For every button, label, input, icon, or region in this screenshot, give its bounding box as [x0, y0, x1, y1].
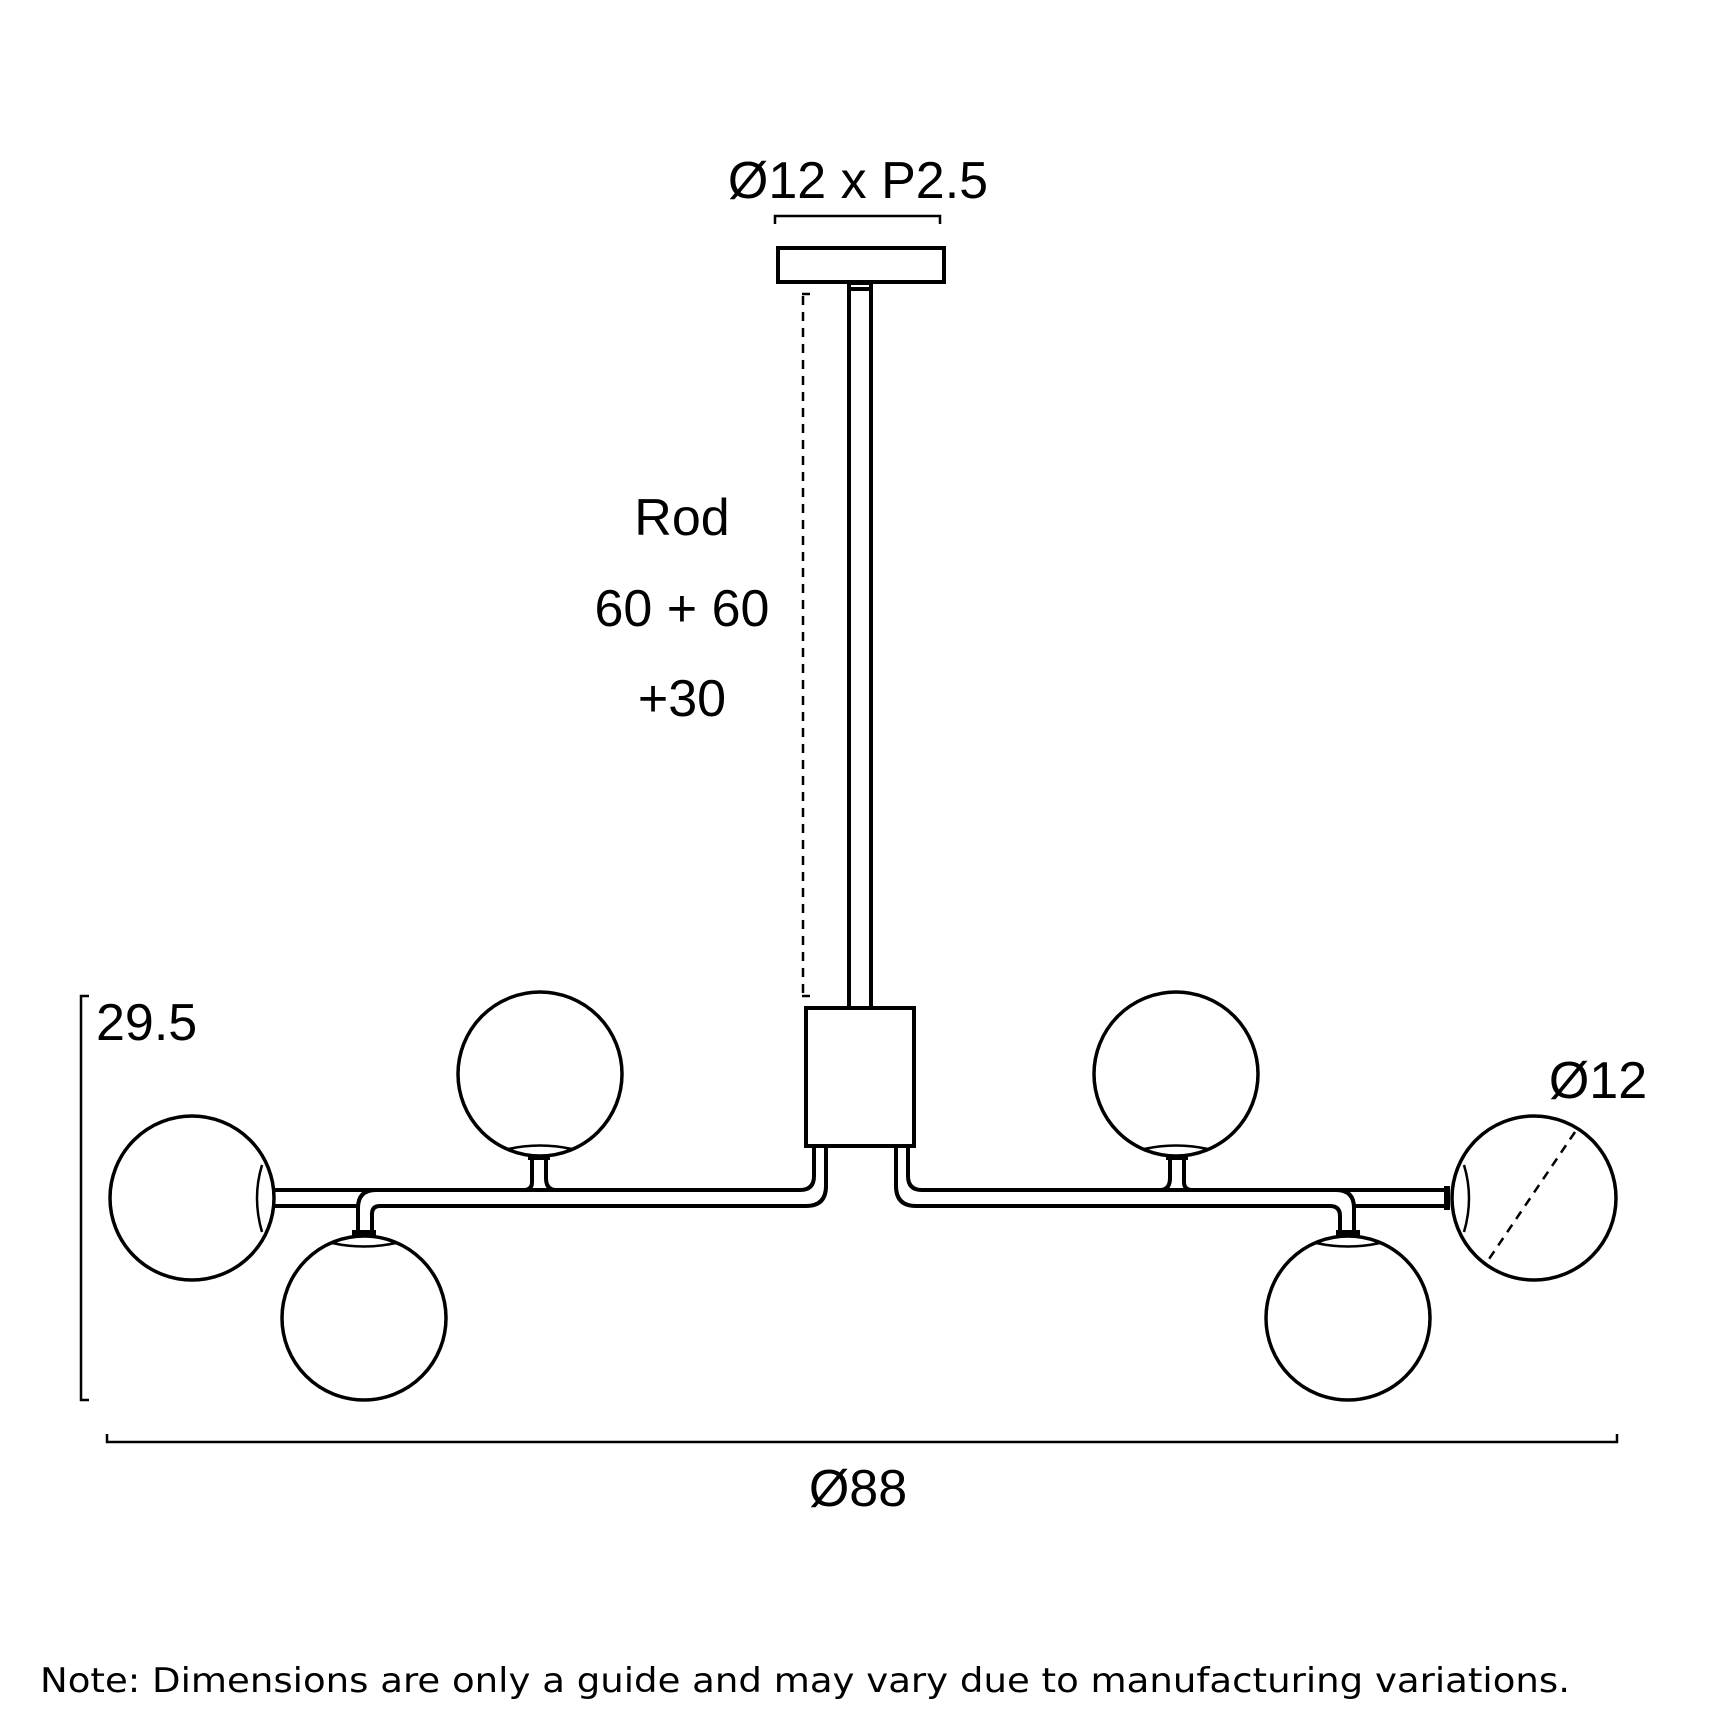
disclaimer-note: Note: Dimensions are only a guide and ma… — [40, 1661, 1570, 1701]
globe-lower-right-neck — [1315, 1241, 1381, 1248]
rod-label: Rod — [634, 489, 729, 547]
globe-lower-left — [280, 1234, 448, 1402]
right-main-arm — [894, 1146, 1330, 1208]
globe-upper-right-neck — [1143, 1144, 1209, 1151]
rod-dimension-line — [801, 292, 810, 998]
central-hub — [804, 1006, 916, 1148]
canopy — [776, 246, 946, 284]
globe-upper-left — [456, 990, 624, 1158]
width-dimension-bracket — [105, 1434, 1619, 1444]
upper-right-stem — [1159, 1154, 1193, 1192]
globe-far-right-neck — [1462, 1164, 1471, 1233]
globe-far-left — [108, 1114, 276, 1282]
upper-left-stem — [523, 1154, 557, 1192]
globe-far-right — [1450, 1114, 1618, 1282]
lower-left-stem-cap — [352, 1230, 376, 1237]
left-main-arm — [380, 1146, 828, 1208]
rod-extension-label: +30 — [638, 670, 726, 728]
height-dimension-bracket — [79, 994, 89, 1402]
canopy-dimension-bracket — [773, 214, 942, 224]
globe-upper-left-neck — [507, 1144, 573, 1151]
globe-diameter-label: Ø12 — [1549, 1052, 1647, 1110]
right-outer-arm — [1185, 1186, 1450, 1232]
globe-lower-left-neck — [331, 1241, 397, 1248]
height-label: 29.5 — [96, 994, 197, 1052]
overall-diameter-label: Ø88 — [809, 1460, 907, 1518]
globe-far-left-neck — [255, 1164, 264, 1233]
lower-right-stem-cap — [1336, 1230, 1360, 1237]
left-outer-arm — [266, 1186, 540, 1232]
suspension-rod — [847, 281, 873, 1010]
globe-lower-right — [1264, 1234, 1432, 1402]
rod-length-label: 60 + 60 — [595, 580, 770, 638]
globe-diameter-line — [1485, 1131, 1577, 1263]
canopy-dimension-label: Ø12 x P2.5 — [728, 152, 988, 210]
globe-upper-right — [1092, 990, 1260, 1158]
